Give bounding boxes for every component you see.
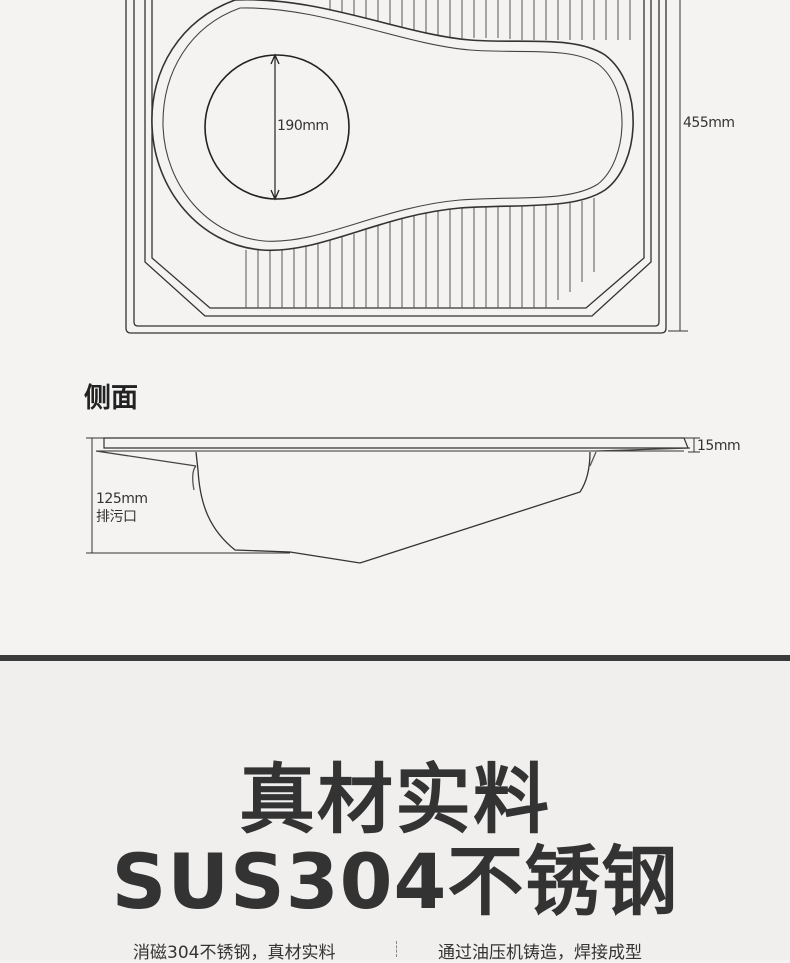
side-view-basin [195,451,591,564]
top-view-basin-inner-edge [151,0,645,309]
top-view-basin-edge [144,0,652,317]
top-view-outer-rim [125,0,667,334]
product-diagram-section: 190mm 455mm 侧面 15mm 125mm 排污口 [84,0,741,564]
drain-hole-circle [204,54,350,200]
section-divider [0,655,790,661]
material-subtitle: SUS304不锈钢 [111,837,679,926]
outlet-height-label: 125mm [96,491,148,507]
bottom-ribs [245,198,595,308]
material-title: 真材实料 [239,755,551,844]
top-view-inner-rim [133,0,660,327]
rim-height-label: 15mm [697,438,741,454]
squat-toilet-technical-drawing [86,0,700,564]
top-view-bowl-inner [162,7,623,242]
top-ribs [329,0,631,40]
side-view-right-slope [595,447,691,452]
feature-right-text: 通过油压机铸造，焊接成型 [438,943,642,963]
outlet-label: 排污口 [96,509,137,525]
feature-separator [396,941,398,957]
depth-dimension-label: 455mm [683,115,735,131]
feature-left-text: 消磁304不锈钢，真材实料 [133,943,336,963]
side-view-left-slope [95,450,197,467]
material-section [0,661,790,960]
side-view-heading: 侧面 [84,383,138,414]
drain-diameter-label: 190mm [277,118,329,134]
side-view-rim [103,437,689,449]
